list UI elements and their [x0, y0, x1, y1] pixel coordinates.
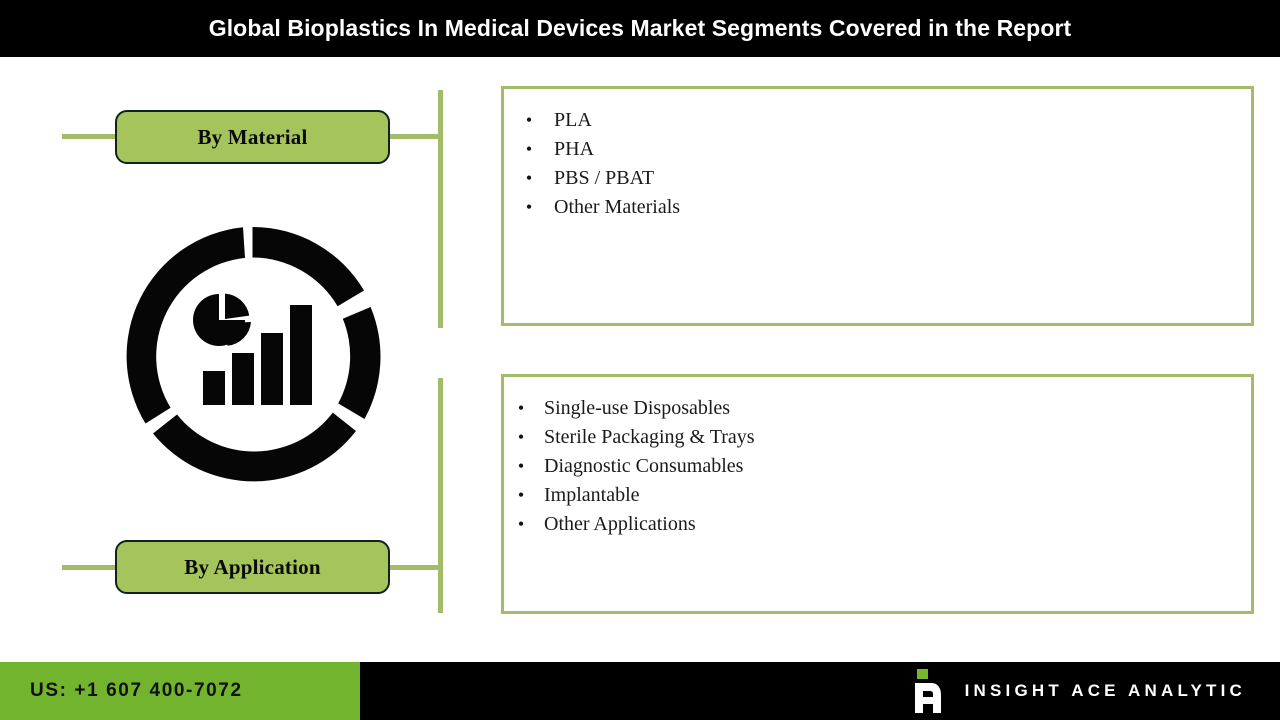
bullet-icon: •: [517, 398, 525, 418]
material-list: • PLA • PHA • PBS / PBAT • Other Materia…: [504, 89, 1251, 222]
bullet-icon: •: [517, 427, 525, 447]
list-item: • PBS / PBAT: [504, 164, 1251, 193]
pie-and-bar-chart-ring-icon: [115, 219, 390, 494]
connector-stub-application: [62, 565, 118, 570]
segment-pill-by-material[interactable]: By Material: [115, 110, 390, 164]
bullet-icon: •: [525, 139, 533, 159]
list-item-label: Implantable: [544, 484, 640, 506]
connector-vertical-application: [438, 378, 443, 613]
list-item-label: Diagnostic Consumables: [544, 455, 744, 477]
page-title: Global Bioplastics In Medical Devices Ma…: [208, 15, 1072, 41]
connector-stub-material: [62, 134, 118, 139]
list-item: • Implantable: [504, 481, 1251, 510]
bullet-icon: •: [525, 197, 533, 217]
brand-lockup: INSIGHT ACE ANALYTIC: [905, 662, 1246, 720]
bullet-icon: •: [517, 485, 525, 505]
segment-pill-label: By Material: [197, 124, 308, 149]
list-item-label: Other Materials: [554, 196, 681, 218]
list-item-label: PLA: [554, 109, 592, 131]
list-item: • Diagnostic Consumables: [504, 452, 1251, 481]
footer-bar: US: +1 607 400-7072 INSIGHT ACE ANALYTIC: [0, 662, 1280, 720]
bullet-icon: •: [525, 110, 533, 130]
footer-phone-block: US: +1 607 400-7072: [0, 662, 360, 720]
list-item: • PLA: [504, 106, 1251, 135]
connector-horizontal-application: [388, 565, 443, 570]
bullet-icon: •: [517, 514, 525, 534]
title-bar: Global Bioplastics In Medical Devices Ma…: [0, 0, 1280, 57]
application-list: • Single-use Disposables • Sterile Packa…: [504, 377, 1251, 539]
infographic-stage: By Material: [0, 57, 1280, 662]
contact-phone[interactable]: US: +1 607 400-7072: [30, 680, 243, 701]
list-item: • Single-use Disposables: [504, 394, 1251, 423]
connector-horizontal-material: [388, 134, 443, 139]
list-item-label: PHA: [554, 138, 595, 160]
list-item: • PHA: [504, 135, 1251, 164]
list-item: • Sterile Packaging & Trays: [504, 423, 1251, 452]
segment-pill-by-application[interactable]: By Application: [115, 540, 390, 594]
insight-ace-a-logo-icon: [905, 669, 947, 713]
segment-content-box-application: • Single-use Disposables • Sterile Packa…: [501, 374, 1254, 614]
list-item-label: Single-use Disposables: [544, 397, 731, 419]
list-item-label: Other Applications: [544, 513, 696, 535]
segment-content-box-material: • PLA • PHA • PBS / PBAT • Other Materia…: [501, 86, 1254, 326]
bullet-icon: •: [525, 168, 533, 188]
bullet-icon: •: [517, 456, 525, 476]
list-item-label: Sterile Packaging & Trays: [544, 426, 755, 448]
list-item-label: PBS / PBAT: [554, 167, 655, 189]
brand-name: INSIGHT ACE ANALYTIC: [964, 681, 1246, 700]
list-item: • Other Materials: [504, 193, 1251, 222]
connector-vertical-material: [438, 90, 443, 328]
list-item: • Other Applications: [504, 510, 1251, 539]
segment-pill-label: By Application: [184, 554, 321, 579]
